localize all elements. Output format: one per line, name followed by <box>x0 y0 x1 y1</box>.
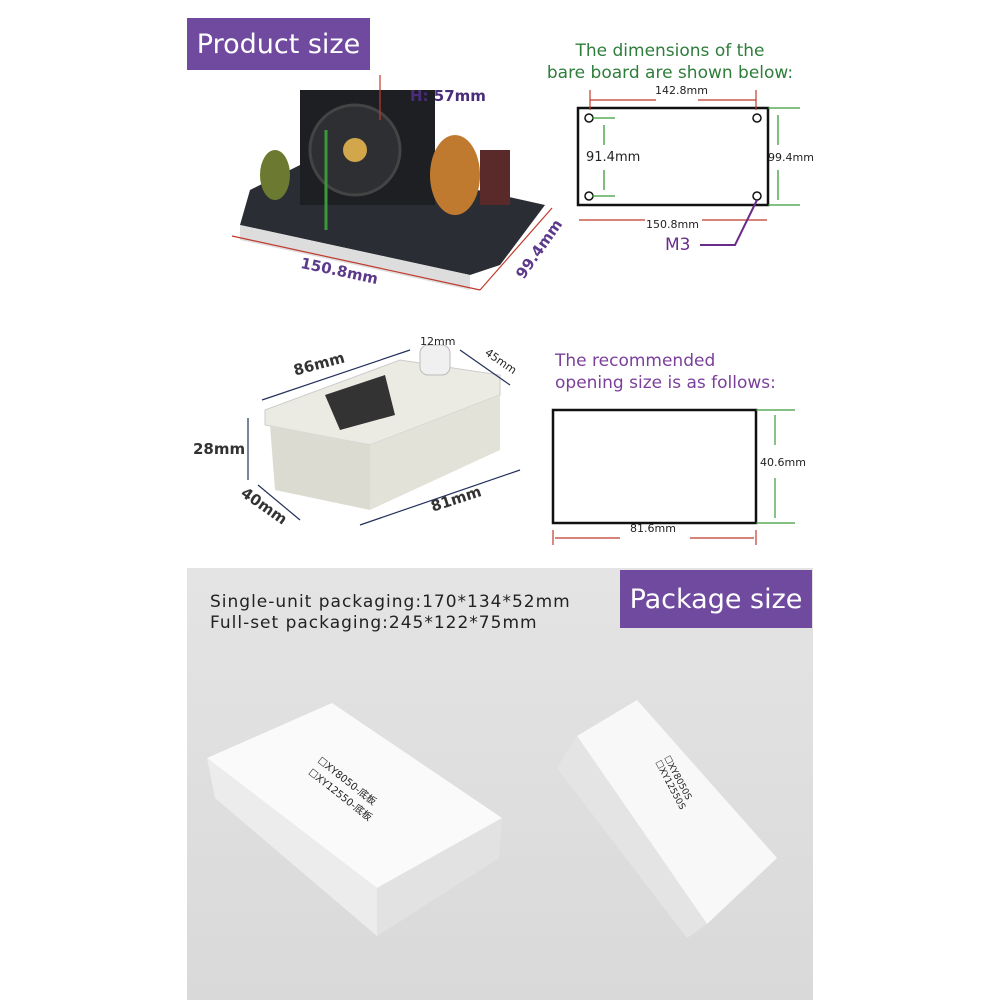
opening-heading: The recommended opening size is as follo… <box>555 350 776 394</box>
bare-board-heading-line1: The dimensions of the <box>575 41 765 61</box>
bare-board-bottom: 150.8mm <box>646 218 699 231</box>
product-size-label: Product size <box>187 18 370 70</box>
bare-board-heading: The dimensions of the bare board are sho… <box>540 40 800 84</box>
opening-heading-line1: The recommended <box>555 351 716 371</box>
opening-width: 81.6mm <box>630 522 676 535</box>
bare-board-outer-height: 99.4mm <box>768 151 814 164</box>
package-section: ☐XY8050-底板 ☐XY12550-底板 ☐XY8050S ☐XY12550… <box>187 568 813 1000</box>
package-dimensions: Single-unit packaging:170*134*52mm Full-… <box>210 592 571 634</box>
module-height: 28mm <box>193 440 246 458</box>
full-set-packaging: Full-set packaging:245*122*75mm <box>210 613 538 633</box>
mounting-hole-label: M3 <box>665 235 691 255</box>
package-boxes-image <box>207 700 777 938</box>
display-module-image <box>264 344 501 510</box>
bare-board-heading-line2: bare board are shown below: <box>546 63 794 83</box>
pcb-board-image <box>240 90 545 290</box>
product-drawings <box>231 75 800 545</box>
bare-board-inner-height: 91.4mm <box>586 150 641 165</box>
single-unit-packaging: Single-unit packaging:170*134*52mm <box>210 592 571 612</box>
package-size-label: Package size <box>620 570 812 628</box>
opening-height: 40.6mm <box>760 456 806 469</box>
opening-heading-line2: opening size is as follows: <box>555 373 776 393</box>
knob-size: 12mm <box>420 335 456 348</box>
board-height: H: 57mm <box>410 87 486 105</box>
bare-board-top: 142.8mm <box>655 84 708 97</box>
